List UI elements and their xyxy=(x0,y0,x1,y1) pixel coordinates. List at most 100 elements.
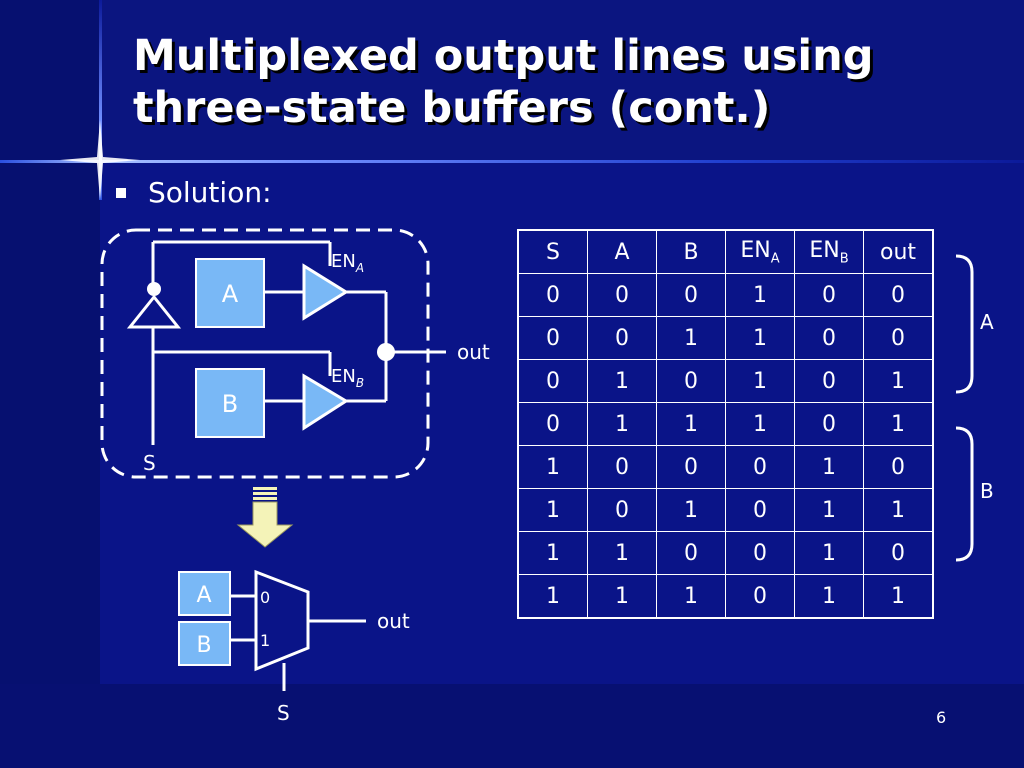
table-cell: 1 xyxy=(656,488,726,532)
header-out: out xyxy=(863,229,934,274)
table-cell: 1 xyxy=(863,488,934,532)
sparkle-icon xyxy=(60,120,140,200)
mux-input-b-label: B xyxy=(196,633,211,658)
down-arrow-icon xyxy=(236,487,294,548)
table-cell: 0 xyxy=(794,359,864,403)
table-cell: 0 xyxy=(587,445,657,489)
tristate-buffer-a xyxy=(302,263,349,321)
table-row: 0 0 0 1 0 0 xyxy=(517,273,934,317)
table-cell: 0 xyxy=(725,574,795,619)
table-cell: 1 xyxy=(656,574,726,619)
table-cell: 1 xyxy=(587,359,657,403)
tristate-buffer-b xyxy=(302,373,349,431)
mux-input-a xyxy=(178,571,231,616)
bullet-square-icon xyxy=(116,187,126,198)
table-cell: 0 xyxy=(656,359,726,403)
table-cell: 1 xyxy=(517,531,588,575)
block-b xyxy=(195,368,265,438)
table-cell: 1 xyxy=(725,316,795,360)
table-cell: 0 xyxy=(517,316,588,360)
mux-input-b xyxy=(178,621,231,666)
mux-port-1: 1 xyxy=(260,631,270,650)
table-cell: 0 xyxy=(517,359,588,403)
circuit-select-label: S xyxy=(143,451,156,475)
truth-table-header-row: S A B ENA ENB out xyxy=(517,229,934,274)
table-cell: 0 xyxy=(794,273,864,317)
en-a-label: ENA xyxy=(331,251,364,275)
table-cell: 1 xyxy=(794,445,864,489)
inverter-gate xyxy=(126,294,182,329)
table-cell: 1 xyxy=(794,488,864,532)
header-en-b: ENB xyxy=(794,229,864,274)
table-cell: 0 xyxy=(794,402,864,446)
table-cell: 1 xyxy=(794,531,864,575)
table-row: 1 1 0 0 1 0 xyxy=(517,531,934,575)
table-cell: 0 xyxy=(656,445,726,489)
table-cell: 1 xyxy=(517,445,588,489)
table-cell: 1 xyxy=(587,402,657,446)
mux-wires xyxy=(230,594,366,691)
table-cell: 1 xyxy=(863,402,934,446)
title-line-2: three-state buffers (cont.) xyxy=(133,83,771,133)
table-cell: 1 xyxy=(656,402,726,446)
mux-out-label: out xyxy=(377,609,410,633)
page-number: 6 xyxy=(936,708,947,727)
table-cell: 1 xyxy=(517,574,588,619)
table-cell: 0 xyxy=(517,402,588,446)
table-cell: 0 xyxy=(794,316,864,360)
brace-bottom-label: B xyxy=(980,479,994,503)
table-cell: 0 xyxy=(725,488,795,532)
vertical-glow-line xyxy=(99,0,102,200)
table-row: 0 0 1 1 0 0 xyxy=(517,316,934,360)
brace-top xyxy=(955,254,974,394)
table-cell: 0 xyxy=(725,445,795,489)
mux-input-a-label: A xyxy=(196,583,211,608)
table-cell: 0 xyxy=(587,488,657,532)
truth-table: S A B ENA ENB out 0 0 0 1 0 0 0 0 1 1 0 … xyxy=(517,229,934,619)
inverter-bubble xyxy=(147,282,161,296)
table-cell: 1 xyxy=(725,402,795,446)
table-cell: 1 xyxy=(794,574,864,619)
table-cell: 0 xyxy=(587,273,657,317)
table-cell: 1 xyxy=(656,316,726,360)
table-row: 1 0 0 0 1 0 xyxy=(517,445,934,489)
block-a xyxy=(195,258,265,328)
table-cell: 0 xyxy=(863,531,934,575)
table-cell: 0 xyxy=(725,531,795,575)
table-cell: 0 xyxy=(656,273,726,317)
table-cell: 0 xyxy=(587,316,657,360)
table-cell: 0 xyxy=(656,531,726,575)
mux-select-label: S xyxy=(277,701,290,725)
table-cell: 1 xyxy=(517,488,588,532)
output-junction-dot xyxy=(377,343,395,361)
title-line-1: Multiplexed output lines using xyxy=(133,31,874,81)
header-a: A xyxy=(587,229,657,274)
horizontal-glow-line xyxy=(0,160,1024,163)
table-cell: 1 xyxy=(587,531,657,575)
table-cell: 0 xyxy=(863,445,934,489)
circuit-out-label: out xyxy=(457,340,490,364)
table-row: 0 1 1 1 0 1 xyxy=(517,402,934,446)
slide-title: Multiplexed output lines using three-sta… xyxy=(133,30,993,134)
bullet-text: Solution: xyxy=(148,176,272,209)
table-cell: 0 xyxy=(863,316,934,360)
en-b-label: ENB xyxy=(331,366,364,390)
brace-bottom xyxy=(955,426,974,562)
table-cell: 0 xyxy=(517,273,588,317)
table-cell: 1 xyxy=(725,359,795,403)
table-cell: 1 xyxy=(725,273,795,317)
header-en-a: ENA xyxy=(725,229,795,274)
header-s: S xyxy=(517,229,588,274)
left-band xyxy=(0,0,100,768)
table-cell: 1 xyxy=(863,574,934,619)
table-cell: 1 xyxy=(863,359,934,403)
table-row: 0 1 0 1 0 1 xyxy=(517,359,934,403)
table-row: 1 1 1 0 1 1 xyxy=(517,574,934,619)
block-a-label: A xyxy=(222,280,239,308)
block-b-label: B xyxy=(222,390,238,418)
table-cell: 1 xyxy=(587,574,657,619)
title-band xyxy=(0,0,1024,162)
table-row: 1 0 1 0 1 1 xyxy=(517,488,934,532)
mux-port-0: 0 xyxy=(260,588,270,607)
